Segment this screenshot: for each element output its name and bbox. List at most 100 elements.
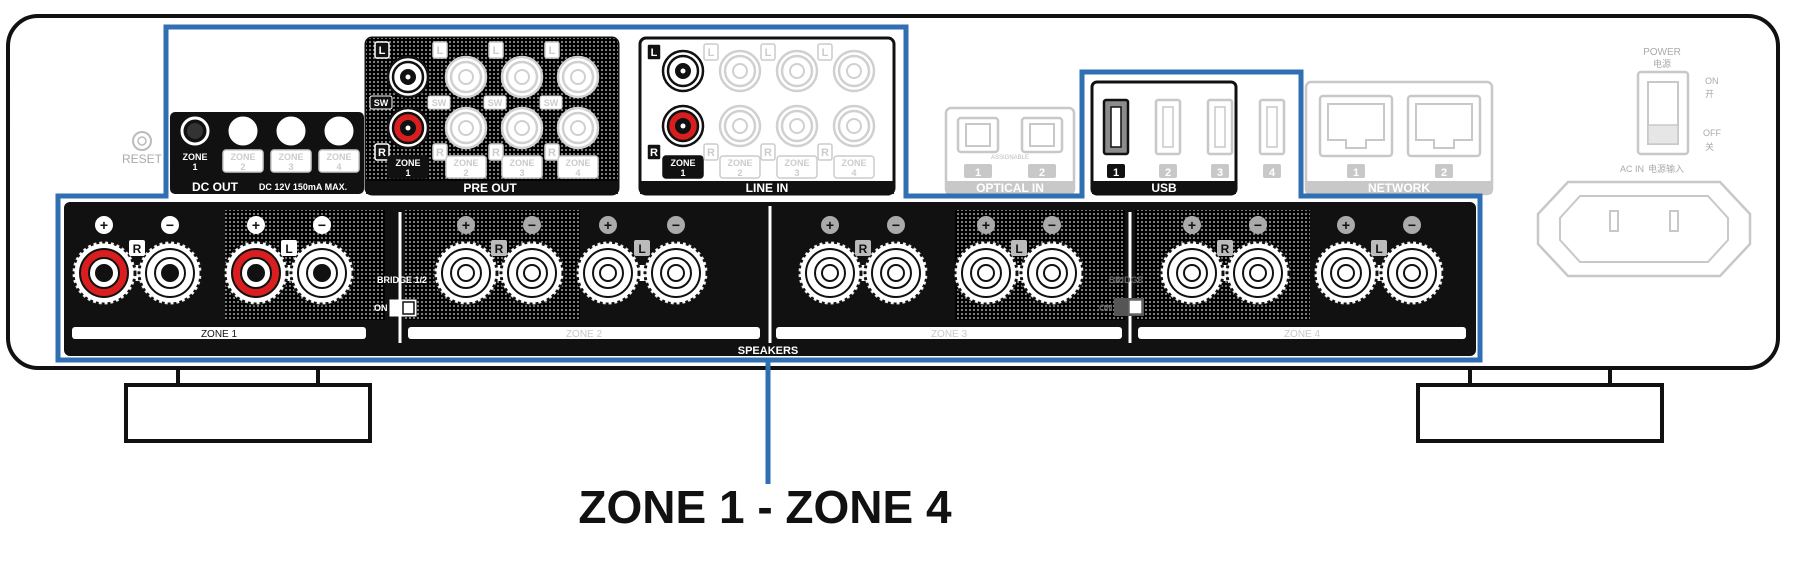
dc-out-jack-4[interactable] bbox=[324, 116, 354, 146]
usb-port-3[interactable]: 3 bbox=[1206, 98, 1234, 179]
line-in-left-mark-3: L bbox=[760, 43, 776, 61]
speaker-terminal-zone3-r-plus-symbol: + bbox=[821, 216, 839, 234]
speaker-terminal-zone2-l-plus-post[interactable] bbox=[575, 240, 641, 306]
speaker-terminal-zone3-l-plus-circle bbox=[977, 216, 995, 234]
speaker-terminal-zone2-r-minus-post[interactable] bbox=[499, 240, 565, 306]
line-in-left-jack-1[interactable] bbox=[661, 49, 705, 93]
line-in-right-jack-1[interactable] bbox=[661, 104, 705, 148]
speaker-terminal-zone3-l-knurl-dash-0 bbox=[953, 240, 1019, 306]
speaker-terminal-zone3-r-minus-post[interactable] bbox=[863, 240, 929, 306]
speaker-terminal-zone3-l-plus-post[interactable] bbox=[953, 240, 1019, 306]
dc-out-jack-3[interactable] bbox=[276, 116, 306, 146]
speaker-terminal-zone4-l-plus-symbol: + bbox=[1337, 216, 1355, 234]
speaker-terminal-zone4-l-channel-box bbox=[1371, 240, 1387, 256]
speaker-terminal-zone2-l-hole-0 bbox=[599, 264, 617, 282]
usb-port-num-box-2 bbox=[1159, 164, 1177, 178]
speaker-terminal-zone4-r-minus-symbol: − bbox=[1249, 216, 1267, 234]
dc-out-zone-tag-1-line2: 1 bbox=[192, 162, 197, 172]
speaker-terminal-zone3-l-minus-post[interactable] bbox=[1019, 240, 1085, 306]
speaker-terminal-zone4-r-channel-text: R bbox=[1221, 242, 1230, 256]
usb-port-2[interactable]: 2 bbox=[1154, 98, 1182, 179]
reset-button[interactable] bbox=[132, 131, 152, 151]
line-in-left-jack-4[interactable] bbox=[832, 49, 876, 93]
pre-out-left-jack-4[interactable] bbox=[556, 55, 600, 99]
speaker-terminal-zone3-r-knurl-dash-0 bbox=[797, 240, 863, 306]
speaker-terminal-zone3-l-minus-text: − bbox=[1048, 217, 1056, 233]
pre-out-zone-tag-1-line1: ZONE bbox=[395, 158, 420, 168]
speaker-terminal-zone4-l-plus-post[interactable] bbox=[1313, 240, 1379, 306]
network-port-1[interactable]: 1 bbox=[1318, 94, 1394, 179]
line-in-right-mark-1-text: R bbox=[650, 147, 658, 159]
speaker-terminal-zone4-l-minus-post[interactable] bbox=[1379, 240, 1445, 306]
pre-out-zone-tag-3-line2: 3 bbox=[519, 168, 524, 178]
pre-out-right-jack-3[interactable] bbox=[500, 106, 544, 150]
speaker-terminal-zone2-r[interactable]: +−R bbox=[433, 216, 565, 306]
pre-out-right-jack-1[interactable] bbox=[386, 106, 430, 150]
pre-out-left-jack-2[interactable] bbox=[444, 55, 488, 99]
line-in-left-mark-1-text: L bbox=[651, 47, 658, 59]
speaker-terminal-zone1-r-minus-post[interactable] bbox=[137, 240, 203, 306]
usb-port-slot-4 bbox=[1266, 106, 1278, 148]
pre-out-right-mark-4-box bbox=[544, 143, 560, 161]
usb-port-1[interactable]: 1 bbox=[1102, 98, 1130, 179]
speaker-zone-label-4: ZONE 4 bbox=[1284, 329, 1321, 340]
optical-port-2[interactable]: 2 bbox=[1020, 116, 1064, 179]
pre-out-right-mark-3: R bbox=[488, 143, 504, 161]
line-in-left-jack-2[interactable] bbox=[718, 49, 762, 93]
speaker-terminal-zone2-r-plus-post[interactable] bbox=[433, 240, 499, 306]
speaker-terminal-zone1-r-plus-post[interactable] bbox=[71, 240, 137, 306]
speaker-terminal-zone4-l[interactable]: +−L bbox=[1313, 216, 1445, 306]
network-port-num-box-2 bbox=[1435, 164, 1453, 178]
pre-out-zone-tag-2-box bbox=[445, 155, 487, 179]
pre-out-left-jack-1[interactable] bbox=[386, 55, 430, 99]
pre-out-left-mark-4-text: L bbox=[549, 45, 556, 57]
usb-port-num-box-4 bbox=[1263, 164, 1281, 178]
speaker-terminal-zone1-l[interactable]: +−L bbox=[223, 216, 355, 306]
speaker-terminal-zone4-l-minus-circle bbox=[1403, 216, 1421, 234]
speaker-terminal-zone2-l[interactable]: +−L bbox=[575, 216, 709, 306]
speaker-terminal-zone3-r-minus-text: − bbox=[892, 217, 900, 233]
bridge-switch-1-2[interactable]: BRIDGE 1/2 ON bbox=[374, 275, 427, 317]
speaker-terminal-zone4-r[interactable]: +−R bbox=[1159, 216, 1291, 306]
speaker-terminal-zone4-r-minus-post[interactable] bbox=[1225, 240, 1291, 306]
optical-port-1[interactable]: 1 bbox=[956, 116, 1000, 179]
line-in-right-jack-2[interactable] bbox=[718, 104, 762, 148]
speaker-terminal-zone1-l-minus-post[interactable] bbox=[289, 240, 355, 306]
bridge-switch-3-4[interactable]: BRIDGE ON bbox=[1099, 275, 1144, 316]
pre-out-zone-tag-1-fill bbox=[388, 156, 428, 178]
line-in-right-mark-3-box bbox=[760, 143, 776, 161]
pre-out-sub-mark-1: SW bbox=[369, 95, 393, 110]
dc-out-jack-2[interactable] bbox=[228, 116, 258, 146]
speaker-terminal-zone2-r-plus-text: + bbox=[462, 217, 470, 233]
pre-out-right-jack-4[interactable] bbox=[556, 106, 600, 150]
line-in-right-jack-4[interactable] bbox=[832, 104, 876, 148]
speaker-terminal-zone1-r-channel-box bbox=[129, 240, 145, 256]
speaker-terminal-zone1-l-plus-post[interactable] bbox=[223, 240, 289, 306]
usb-port-4[interactable]: 4 bbox=[1258, 98, 1286, 179]
speaker-terminal-zone2-l-minus-post[interactable] bbox=[643, 240, 709, 306]
speaker-terminal-zone3-l-minus-symbol: − bbox=[1043, 216, 1061, 234]
speaker-terminal-zone4-r-knurl-dash-1 bbox=[1225, 240, 1291, 306]
pre-out-right-mark-2-box bbox=[432, 143, 448, 161]
speaker-terminal-zone3-r-plus-post[interactable] bbox=[797, 240, 863, 306]
network-port-2[interactable]: 2 bbox=[1406, 94, 1482, 179]
pre-out-left-mark-4-box bbox=[544, 41, 560, 59]
ac-inlet[interactable] bbox=[1536, 180, 1752, 278]
dc-out-jack-1-core bbox=[187, 123, 203, 139]
speaker-terminal-zone4-l-plus-text: + bbox=[1342, 217, 1350, 233]
pre-out-right-jack-2[interactable] bbox=[444, 106, 488, 150]
speaker-terminal-zone1-r-plus-circle bbox=[95, 216, 113, 234]
pre-out-sub-box-4 bbox=[539, 95, 563, 110]
speaker-terminal-zone3-l[interactable]: +−L bbox=[953, 216, 1085, 306]
speaker-terminal-zone4-r-channel-box bbox=[1217, 240, 1233, 256]
speaker-terminal-zone4-r-plus-post[interactable] bbox=[1159, 240, 1225, 306]
pre-out-left-jack-3[interactable] bbox=[500, 55, 544, 99]
speaker-terminal-zone1-r[interactable]: +−R bbox=[71, 216, 203, 306]
line-in-zone-tag-3-box bbox=[776, 155, 818, 179]
foot-right bbox=[1416, 366, 1664, 443]
line-in-left-jack-3[interactable] bbox=[775, 49, 819, 93]
speaker-terminal-zone2-r-channel-badge: R bbox=[491, 240, 507, 256]
speaker-terminal-zone3-r[interactable]: +−R bbox=[797, 216, 929, 306]
line-in-right-jack-3[interactable] bbox=[775, 104, 819, 148]
power-switch[interactable] bbox=[1636, 70, 1690, 156]
